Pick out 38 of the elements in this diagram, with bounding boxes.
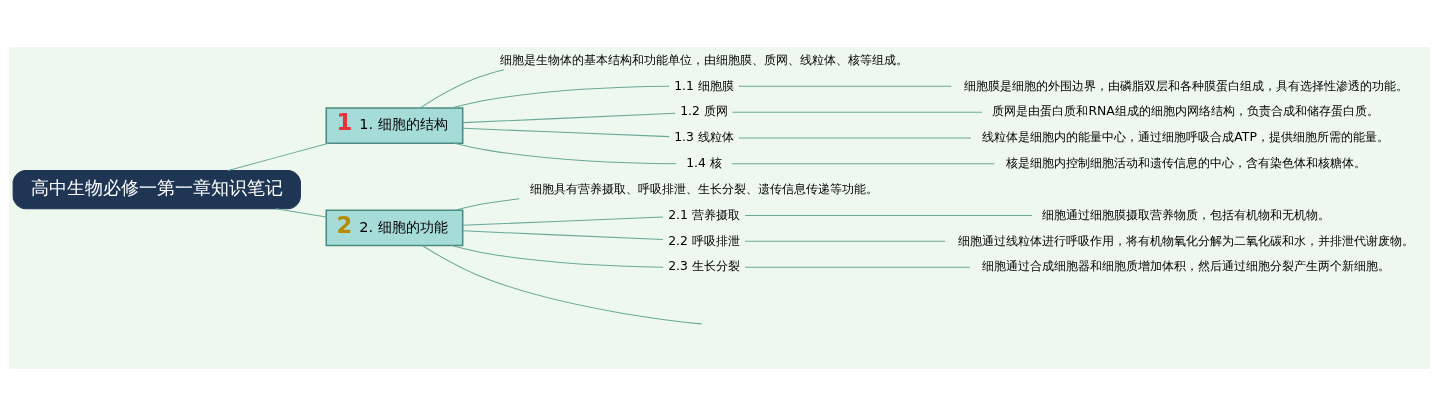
node-text: 质网是由蛋白质和RNA组成的细胞内网络结构，负责合成和储存蛋白质。 xyxy=(991,102,1379,118)
connector xyxy=(461,127,670,137)
node-text: 1.4 核 xyxy=(685,154,722,170)
connector xyxy=(461,112,676,123)
node-text: 细胞通过合成细胞器和细胞质增加体积，然后通过细胞分裂产生两个新细胞。 xyxy=(981,257,1390,273)
connector xyxy=(731,111,982,113)
connector xyxy=(453,197,520,211)
connector xyxy=(450,244,664,268)
node-text: 1.1 细胞膜 xyxy=(673,77,734,93)
connector xyxy=(421,244,702,324)
node-box: 1 1. 细胞的结构 xyxy=(325,106,463,144)
node-box: 高中生物必修一第一章知识笔记 xyxy=(12,169,301,209)
connector xyxy=(744,266,970,268)
connector xyxy=(453,142,677,164)
node-text: 2.1 营养摄取 xyxy=(667,206,740,222)
node-text: 2.2 呼吸排泄 xyxy=(667,232,740,248)
node-text: 细胞通过线粒体进行呼吸作用，将有机物氧化分解为二氧化碳和水，并排泄代谢废物。 xyxy=(957,232,1414,248)
connector xyxy=(737,136,971,138)
connector xyxy=(744,214,1033,216)
connector xyxy=(419,68,505,108)
node-text: 细胞膜是细胞的外围边界，由磷脂双层和各种膜蛋白组成，具有选择性渗透的功能。 xyxy=(963,77,1408,93)
node-text: 细胞通过细胞膜摄取营养物质，包括有机物和无机物。 xyxy=(1041,206,1330,222)
connector xyxy=(461,216,663,226)
connector xyxy=(274,207,327,217)
node-text: 线粒体是细胞内的能量中心，通过细胞呼吸合成ATP，提供细胞所需的能量。 xyxy=(981,128,1389,144)
node-text: 细胞具有营养摄取、呼吸排泄、生长分裂、遗传信息传递等功能。 xyxy=(529,180,878,196)
connector xyxy=(227,142,329,171)
connector xyxy=(737,85,952,87)
node-text: 核是细胞内控制细胞活动和遗传信息的中心，含有染色体和核糖体。 xyxy=(1005,154,1366,170)
node-text: 1.3 线粒体 xyxy=(673,128,734,144)
node-box: 2 2. 细胞的功能 xyxy=(325,209,463,246)
connector xyxy=(731,162,995,164)
connector xyxy=(450,85,670,108)
connector xyxy=(744,240,946,242)
connector xyxy=(461,229,663,240)
node-text: 2.3 生长分裂 xyxy=(667,257,740,273)
node-text: 细胞是生物体的基本结构和功能单位，由细胞膜、质网、线粒体、核等组成。 xyxy=(499,51,908,67)
node-text: 1.2 质网 xyxy=(679,102,728,118)
